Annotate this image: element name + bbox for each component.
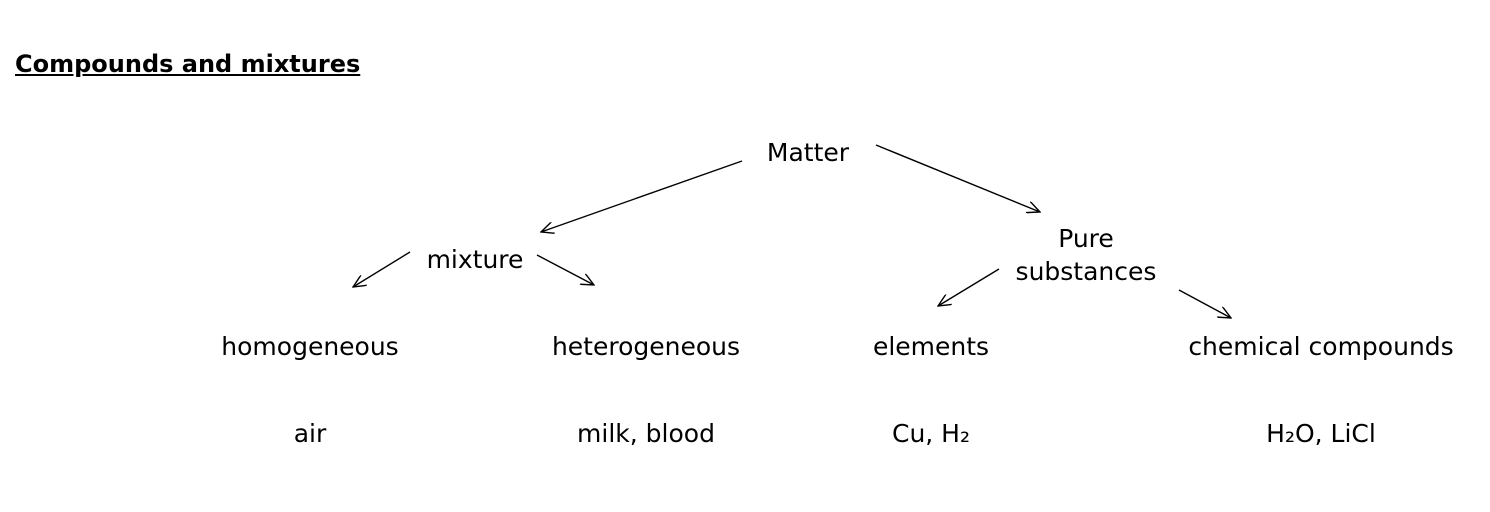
node-elements: elements — [873, 332, 989, 361]
example-homogeneous: air — [294, 419, 327, 448]
node-chemical-compounds: chemical compounds — [1188, 332, 1453, 361]
example-compounds: H₂O, LiCl — [1266, 419, 1376, 448]
node-mixture: mixture — [427, 245, 524, 274]
example-heterogeneous: milk, blood — [577, 419, 715, 448]
arrow-mixture-to-homogeneous — [353, 251, 411, 287]
arrow-pure-to-elements — [938, 268, 1000, 306]
page-title: Compounds and mixtures — [15, 50, 361, 78]
arrow-matter-to-mixture — [541, 160, 743, 232]
node-heterogeneous: heterogeneous — [552, 332, 740, 361]
node-pure-line1: Pure — [1058, 224, 1114, 253]
arrow-matter-to-pure — [875, 144, 1040, 212]
arrow-pure-to-compounds — [1178, 289, 1231, 318]
example-elements: Cu, H₂ — [892, 419, 970, 448]
node-matter: Matter — [767, 138, 850, 167]
arrow-mixture-to-heterogeneous — [536, 254, 594, 285]
node-pure-line2: substances — [1016, 257, 1157, 286]
node-homogeneous: homogeneous — [221, 332, 398, 361]
